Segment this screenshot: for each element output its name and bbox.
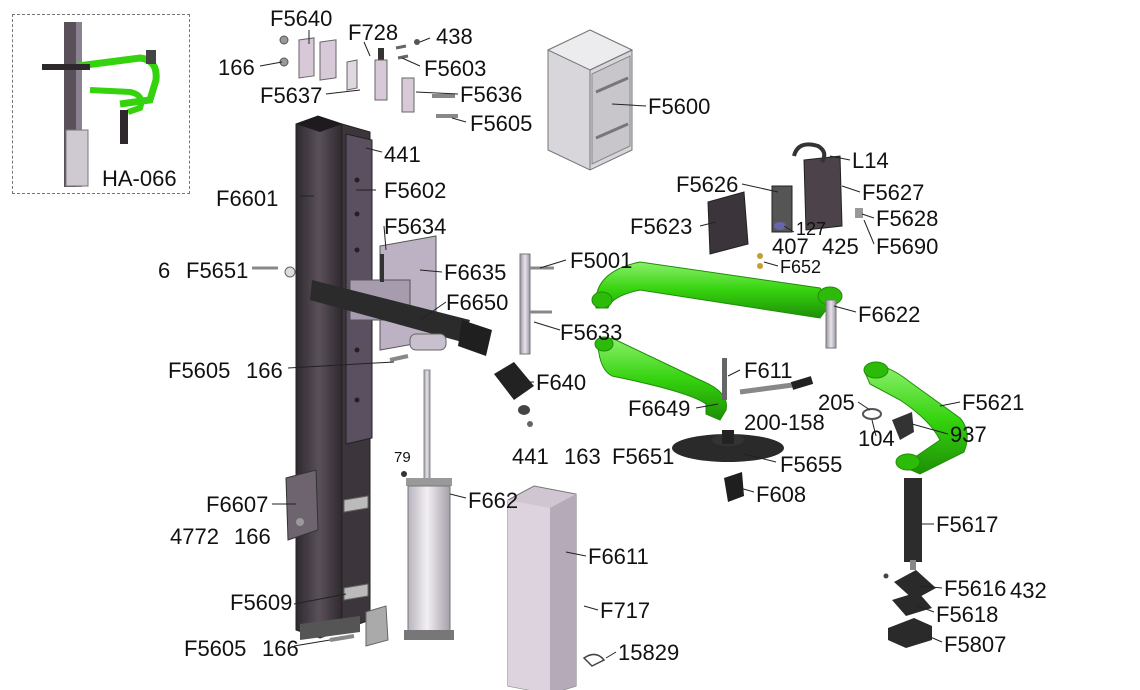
- label-F640: F640: [536, 370, 587, 395]
- lower-brackets: [285, 469, 389, 647]
- label-inset-model: HA-066: [102, 166, 177, 191]
- upper-green-arm: [591, 261, 843, 349]
- label-F5636: F5636: [460, 82, 523, 107]
- inset-machine-thumbnail: [42, 22, 160, 187]
- middle-green-arm: [594, 336, 814, 421]
- label-F6611: F6611: [588, 544, 649, 569]
- label-166a: 166: [218, 55, 255, 80]
- label-F608: F608: [756, 482, 807, 507]
- right-green-arm: [862, 361, 968, 475]
- inset-frame: [12, 14, 190, 194]
- label-F5807: F5807: [944, 632, 1007, 657]
- label-4772: 4772: [170, 524, 219, 549]
- label-F6607: F6607: [206, 492, 269, 517]
- label-F717: F717: [600, 598, 651, 623]
- head-bracket-parts: [707, 142, 863, 269]
- bottom-head-parts: [883, 570, 936, 648]
- cover-panel: [507, 485, 606, 690]
- label-F5651a: F5651: [186, 258, 249, 283]
- label-166d: 166: [262, 636, 299, 661]
- top-hardware: [279, 35, 458, 118]
- label-F5628: F5628: [876, 206, 939, 231]
- label-F5600: F5600: [648, 94, 711, 119]
- label-F5651b: F5651: [612, 444, 675, 469]
- label-200-158: 200-158: [744, 410, 825, 435]
- label-6: 6: [158, 258, 171, 283]
- label-127: 127: [796, 219, 827, 239]
- label-937: 937: [950, 422, 987, 447]
- shelf-box: [546, 29, 634, 171]
- label-F652: F652: [780, 257, 822, 277]
- label-F6622: F6622: [858, 302, 921, 327]
- label-F5605a: F5605: [470, 111, 533, 136]
- label-F5621: F5621: [962, 390, 1025, 415]
- label-F5618: F5618: [936, 602, 999, 627]
- label-F6650: F6650: [446, 290, 509, 315]
- label-F5655: F5655: [780, 452, 843, 477]
- air-cylinder: [401, 369, 454, 640]
- label-F5605c: F5605: [184, 636, 247, 661]
- leader-lines: [259, 30, 961, 659]
- label-441b: 441: [512, 444, 549, 469]
- label-F5637: F5637: [260, 83, 323, 108]
- label-F5626: F5626: [676, 172, 739, 197]
- label-L14: L14: [852, 148, 889, 173]
- label-F5627: F5627: [862, 180, 925, 205]
- label-79: 79: [394, 449, 411, 466]
- label-F728: F728: [348, 20, 399, 45]
- label-F5602: F5602: [384, 178, 447, 203]
- label-166c: 166: [234, 524, 271, 549]
- carriage-assembly: [252, 235, 492, 362]
- roller-shaft: [904, 478, 922, 570]
- label-F662: F662: [468, 488, 519, 513]
- label-163: 163: [564, 444, 601, 469]
- label-166b: 166: [246, 358, 283, 383]
- vertical-shaft: [519, 253, 554, 355]
- label-205: 205: [818, 390, 855, 415]
- label-F5690: F5690: [876, 234, 939, 259]
- label-15829: 15829: [618, 640, 680, 665]
- label-F5617: F5617: [936, 512, 999, 537]
- label-425: 425: [822, 234, 859, 259]
- label-F6635: F6635: [444, 260, 507, 285]
- label-F611: F611: [744, 358, 793, 383]
- label-F5633: F5633: [560, 320, 623, 345]
- label-F5640: F5640: [270, 6, 333, 31]
- label-438: 438: [436, 24, 473, 49]
- label-F5616: F5616: [944, 576, 1007, 601]
- label-F5634: F5634: [384, 214, 447, 239]
- label-F5623: F5623: [630, 214, 693, 239]
- label-F5609: F5609: [230, 590, 293, 615]
- label-F5001: F5001: [570, 248, 633, 273]
- label-F6649: F6649: [628, 396, 691, 421]
- hammer-part: [494, 362, 534, 427]
- label-407: 407: [772, 234, 809, 259]
- label-F6601: F6601: [216, 186, 279, 211]
- disc-and-roller: [672, 430, 784, 502]
- label-104: 104: [858, 426, 895, 451]
- label-441a: 441: [384, 142, 421, 167]
- label-F5603: F5603: [424, 56, 487, 81]
- label-F5605b: F5605: [168, 358, 231, 383]
- label-432: 432: [1010, 578, 1047, 603]
